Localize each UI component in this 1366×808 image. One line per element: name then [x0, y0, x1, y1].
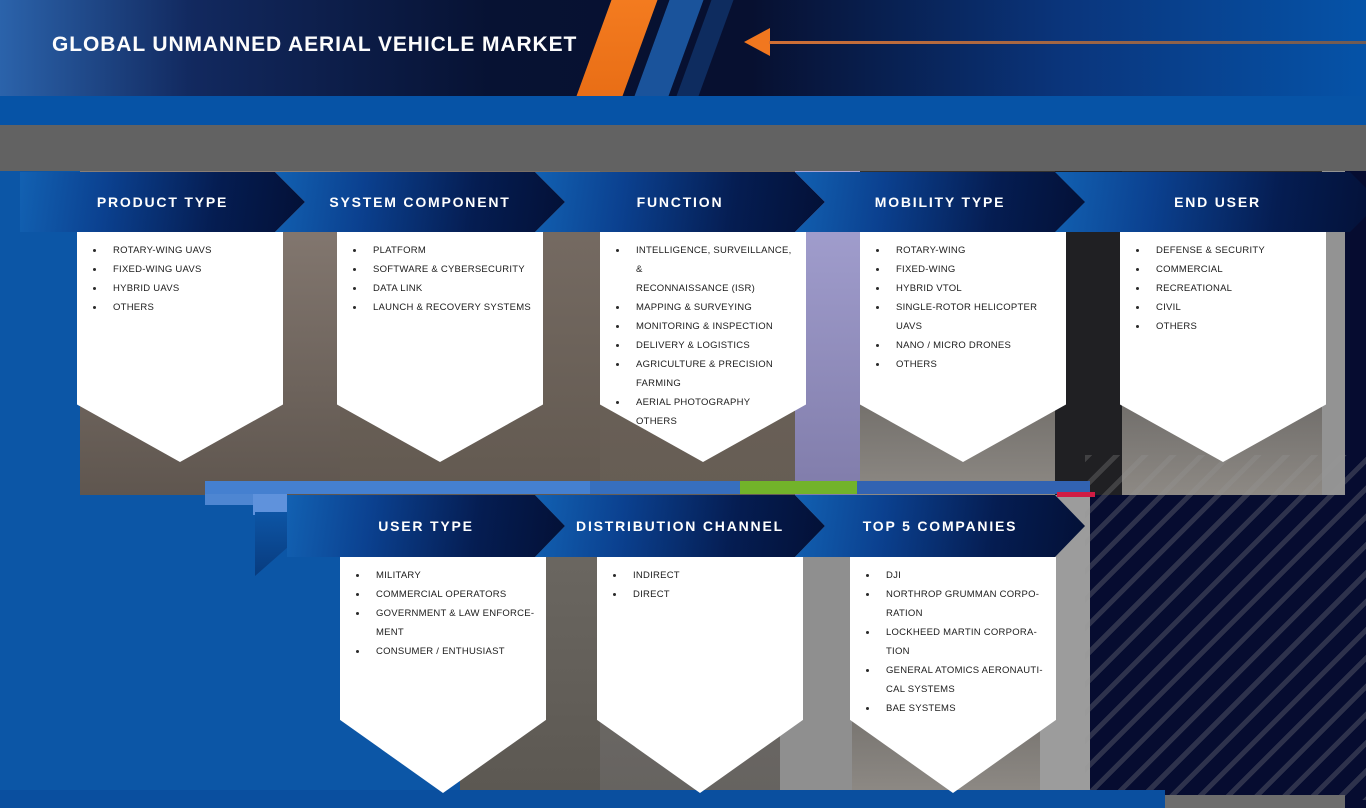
card-mobility-type: ROTARY-WING FIXED-WING HYBRID VTOL SINGL…: [860, 232, 1066, 462]
list-item: RECREATIONAL: [1136, 279, 1318, 298]
list-item: CIVIL: [1136, 298, 1318, 317]
accent-strip-darkblue: [857, 481, 1090, 494]
card-list: ROTARY-WING FIXED-WING HYBRID VTOL SINGL…: [860, 232, 1066, 374]
segment-title: DISTRIBUTION CHANNEL: [576, 518, 784, 534]
list-item: BAE SYSTEMS: [866, 699, 1048, 718]
list-item: MILITARY: [356, 566, 538, 585]
left-arrow-icon: [744, 28, 770, 56]
list-item: LOCKHEED MARTIN CORPORA- TION: [866, 623, 1048, 661]
list-item: DATA LINK: [353, 279, 535, 298]
header-band: GLOBAL UNMANNED AERIAL VEHICLE MARKET: [0, 0, 1366, 102]
list-item: AERIAL PHOTOGRAPHY: [616, 393, 798, 412]
list-item: COMMERCIAL: [1136, 260, 1318, 279]
banner-product-type: PRODUCT TYPE: [20, 172, 305, 232]
segment-title: MOBILITY TYPE: [874, 194, 1006, 210]
segment-title: TOP 5 COMPANIES: [862, 518, 1018, 534]
list-item: SOFTWARE & CYBERSECURITY: [353, 260, 535, 279]
banner-distribution-channel: DISTRIBUTION CHANNEL: [535, 495, 825, 557]
list-item: FIXED-WING: [876, 260, 1058, 279]
bottom-bar-blue: [0, 790, 1165, 808]
banner-function: FUNCTION: [535, 172, 825, 232]
accent-strip-blue: [205, 481, 590, 494]
banner-system-component: SYSTEM COMPONENT: [275, 172, 565, 232]
list-item: OTHERS: [1136, 317, 1318, 336]
list-item: GENERAL ATOMICS AERONAUTI- CAL SYSTEMS: [866, 661, 1048, 699]
list-item: INTELLIGENCE, SURVEILLANCE, & RECONNAISS…: [616, 241, 798, 298]
page-title: GLOBAL UNMANNED AERIAL VEHICLE MARKET: [52, 33, 578, 56]
segment-title: PRODUCT TYPE: [96, 194, 229, 210]
bottom-bar-gray: [1165, 795, 1345, 808]
segment-title: SYSTEM COMPONENT: [329, 194, 511, 210]
accent-strip-blue: [590, 481, 740, 494]
card-list: MILITARY COMMERCIAL OPERATORS GOVERNMENT…: [340, 557, 546, 661]
list-item: GOVERNMENT & LAW ENFORCE- MENT: [356, 604, 538, 642]
banner-top-5-companies: TOP 5 COMPANIES: [795, 495, 1085, 557]
list-item: ROTARY-WING: [876, 241, 1058, 260]
card-list: DJI NORTHROP GRUMMAN CORPO- RATION LOCKH…: [850, 557, 1056, 718]
header-underline-bar: [0, 96, 1366, 125]
list-item: DEFENSE & SECURITY: [1136, 241, 1318, 260]
list-item: DJI: [866, 566, 1048, 585]
card-list: ROTARY-WING UAVS FIXED-WING UAVS HYBRID …: [77, 232, 283, 317]
card-list: INTELLIGENCE, SURVEILLANCE, & RECONNAISS…: [600, 232, 806, 431]
card-system-component: PLATFORM SOFTWARE & CYBERSECURITY DATA L…: [337, 232, 543, 462]
segment-title: FUNCTION: [636, 194, 724, 210]
gray-band: [0, 125, 1366, 171]
segment-title: END USER: [1174, 194, 1261, 210]
bg-column: [1322, 170, 1345, 495]
list-item: NANO / MICRO DRONES: [876, 336, 1058, 355]
list-item: DIRECT: [613, 585, 795, 604]
list-item: NORTHROP GRUMMAN CORPO- RATION: [866, 585, 1048, 623]
list-item: COMMERCIAL OPERATORS: [356, 585, 538, 604]
list-item: LAUNCH & RECOVERY SYSTEMS: [353, 298, 535, 317]
list-item: OTHERS: [93, 298, 275, 317]
card-list: DEFENSE & SECURITY COMMERCIAL RECREATION…: [1120, 232, 1326, 336]
list-item: CONSUMER / ENTHUSIAST: [356, 642, 538, 661]
list-item: INDIRECT: [613, 566, 795, 585]
card-list: PLATFORM SOFTWARE & CYBERSECURITY DATA L…: [337, 232, 543, 317]
accent-dash-red: [1057, 492, 1095, 497]
list-item: HYBRID UAVS: [93, 279, 275, 298]
list-item: MAPPING & SURVEYING: [616, 298, 798, 317]
list-item: PLATFORM: [353, 241, 535, 260]
accent-strip-green: [740, 481, 857, 494]
banner-end-user: END USER: [1055, 172, 1366, 232]
card-list: INDIRECT DIRECT: [597, 557, 803, 604]
list-item: MONITORING & INSPECTION: [616, 317, 798, 336]
list-item: OTHERS: [876, 355, 1058, 374]
list-item: SINGLE-ROTOR HELICOPTER UAVS: [876, 298, 1058, 336]
list-item: HYBRID VTOL: [876, 279, 1058, 298]
list-item: FIXED-WING UAVS: [93, 260, 275, 279]
list-item: AGRICULTURE & PRECISION FARMING: [616, 355, 798, 393]
list-item: ROTARY-WING UAVS: [93, 241, 275, 260]
diagonal-stripes-decor: [1085, 455, 1366, 800]
card-product-type: ROTARY-WING UAVS FIXED-WING UAVS HYBRID …: [77, 232, 283, 462]
list-item: DELIVERY & LOGISTICS: [616, 336, 798, 355]
banner-user-type: USER TYPE: [287, 495, 565, 557]
arrow-rule-line: [769, 41, 1366, 44]
banner-mobility-type: MOBILITY TYPE: [795, 172, 1085, 232]
segment-title: USER TYPE: [378, 518, 474, 534]
card-end-user: DEFENSE & SECURITY COMMERCIAL RECREATION…: [1120, 232, 1326, 462]
